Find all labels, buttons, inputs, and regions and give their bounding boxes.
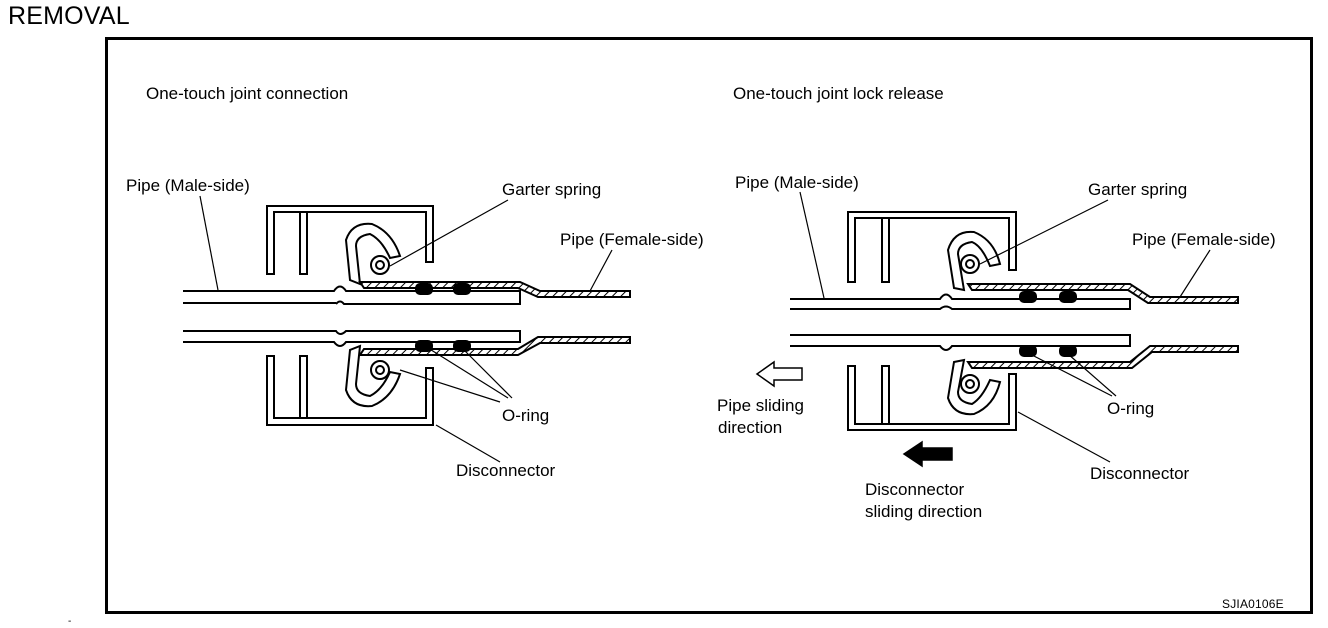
label-disconnector-sliding-2: sliding direction: [865, 502, 983, 521]
leader-pipe-male-left: [199, 195, 219, 291]
label-pipe-sliding-2: direction: [718, 418, 783, 437]
male-pipe-right-lower: [790, 334, 1131, 351]
connection-title: One-touch joint connection: [146, 84, 349, 103]
release-title: One-touch joint lock release: [733, 84, 944, 103]
stray-mark: -: [68, 616, 72, 627]
label-garter-spring-left: Garter spring: [502, 180, 602, 199]
disconnector-upper: [266, 205, 434, 275]
label-garter-spring-right: Garter spring: [1088, 180, 1188, 199]
label-disconnector-left: Disconnector: [456, 461, 556, 480]
leader-garter-right: [979, 199, 1109, 265]
label-o-ring-right: O-ring: [1107, 399, 1155, 418]
o-ring-2: [453, 283, 471, 295]
clip-upper: [344, 222, 402, 286]
label-disconnector-right: Disconnector: [1090, 464, 1190, 483]
o-ring-8: [1059, 345, 1077, 357]
clip-lower-right: [946, 358, 1002, 416]
o-ring-5: [1019, 291, 1037, 303]
connection-diagram: [183, 195, 631, 463]
label-pipe-female-right: Pipe (Female-side): [1132, 230, 1276, 249]
leader-garter-left: [389, 199, 509, 267]
leader-oring-left-1: [427, 347, 509, 399]
leader-oring-left-3: [399, 369, 501, 403]
leader-oring-right-1: [1029, 353, 1113, 397]
label-pipe-male-right: Pipe (Male-side): [735, 173, 859, 192]
leader-female-left: [589, 249, 613, 292]
leader-disconnector-left: [435, 424, 501, 463]
label-pipe-female-left: Pipe (Female-side): [560, 230, 704, 249]
label-disconnector-sliding-1: Disconnector: [865, 480, 965, 499]
page-title: REMOVAL: [8, 2, 130, 30]
garter-spring-upper: [370, 255, 390, 275]
label-o-ring-left: O-ring: [502, 406, 550, 425]
pipe-sliding-arrow: [755, 360, 803, 388]
male-pipe-left-lower: [183, 330, 521, 347]
leader-oring-left-2: [461, 347, 513, 399]
disconnector-lower-right: [847, 365, 1017, 431]
disconnector-sliding-arrow: [902, 440, 953, 468]
female-pipe-upper-right: [966, 283, 1239, 304]
clip-upper-right: [946, 230, 1002, 292]
label-pipe-sliding-1: Pipe sliding: [717, 396, 804, 415]
o-ring-4: [453, 340, 471, 352]
male-pipe-left: [183, 285, 521, 305]
male-pipe-right: [790, 293, 1131, 310]
o-ring-7: [1019, 345, 1037, 357]
leader-disconnector-right: [1017, 411, 1111, 463]
leader-pipe-male-right: [799, 191, 825, 299]
release-diagram: [755, 191, 1239, 468]
figure-frame: [105, 37, 1313, 614]
female-pipe-lower: [358, 336, 631, 356]
clip-lower: [344, 344, 402, 408]
leader-oring-right-2: [1067, 353, 1117, 397]
garter-spring-lower-right: [960, 374, 980, 394]
o-ring-1: [415, 283, 433, 295]
figure-code: SJIA0106E: [1222, 597, 1284, 611]
garter-spring-lower: [370, 360, 390, 380]
leader-female-right: [1179, 249, 1211, 298]
disconnector-lower: [266, 355, 434, 426]
disconnector-upper-right: [847, 211, 1017, 283]
garter-spring-upper-right: [960, 254, 980, 274]
o-ring-6: [1059, 291, 1077, 303]
female-pipe-lower-right: [966, 345, 1239, 369]
label-pipe-male-left: Pipe (Male-side): [126, 176, 250, 195]
female-pipe-upper: [358, 281, 631, 298]
